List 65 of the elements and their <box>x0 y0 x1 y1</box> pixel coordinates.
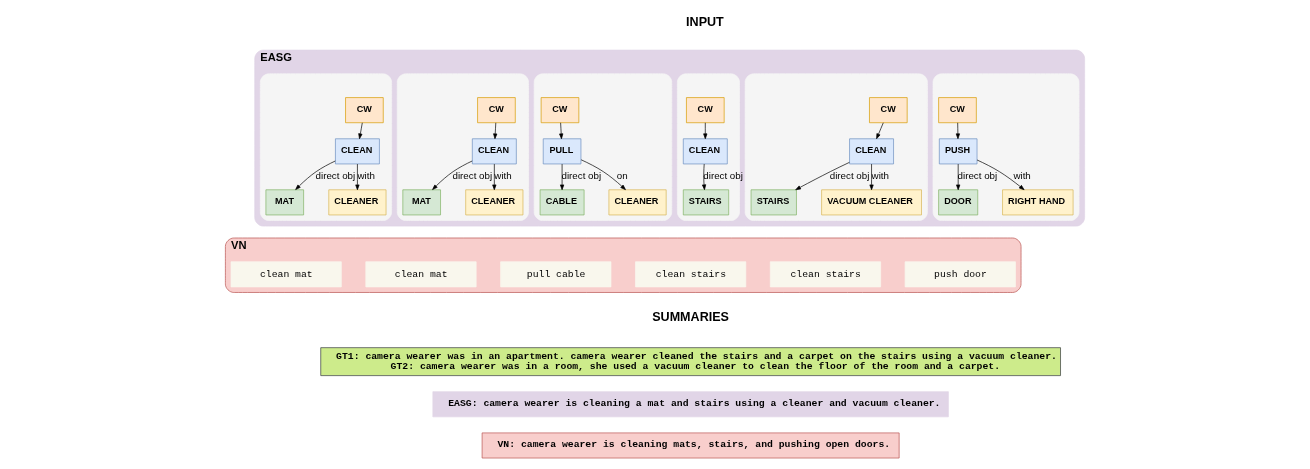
arrow <box>358 122 363 140</box>
node-box: PUSH <box>938 138 978 165</box>
node-box: push door <box>904 261 1016 288</box>
arrow <box>492 163 497 191</box>
arrow <box>355 163 360 191</box>
node-box: MAT <box>265 189 304 216</box>
cluster <box>533 73 673 221</box>
node-box: GT1: camera wearer was in an apartment. camera wearer cleaned the stairs and a carpet on the stairs using a vacuum cleaner. GT2: camera wearer was in a room, she used a vacuum cleaner to clean the floor of the room and a carpet. <box>320 347 1061 376</box>
arrow <box>702 163 707 191</box>
node-box: CLEANER <box>328 189 387 216</box>
cluster <box>396 73 529 221</box>
node-box: RIGHT HAND <box>1002 189 1074 216</box>
node-box: CW <box>477 97 516 124</box>
node-box: STAIRS <box>750 189 797 216</box>
edge-label: direct obj <box>957 170 998 182</box>
edge-label: direct obj <box>703 170 743 182</box>
node-box: CW <box>938 97 977 124</box>
node-box: CLEANER <box>608 189 667 216</box>
node-box: clean stairs <box>769 261 881 288</box>
arrow <box>560 163 565 191</box>
node-box: CABLE <box>539 189 585 216</box>
arrow <box>976 159 1025 191</box>
node-box: CLEAN <box>849 138 894 165</box>
node-box: CW <box>686 97 725 124</box>
node-box: CW <box>345 97 384 124</box>
edge-label: direct obj <box>315 170 356 182</box>
arrow <box>795 162 850 191</box>
node-box: STAIRS <box>682 189 730 216</box>
cluster <box>744 73 928 221</box>
node-box: clean mat <box>230 261 342 288</box>
arrow <box>493 122 498 140</box>
node-box: PULL <box>542 138 582 165</box>
node-box: clean stairs <box>635 261 747 288</box>
node-box: CLEANER <box>465 189 524 216</box>
node-box: DOOR <box>938 189 979 216</box>
arrow <box>703 122 708 140</box>
node-box: pull cable <box>500 261 612 288</box>
edge-label: direct obj <box>829 170 870 182</box>
edge-label: direct obj <box>561 170 602 182</box>
label: INPUT <box>686 14 724 29</box>
cluster <box>259 73 392 221</box>
node-box: VN: camera wearer is cleaning mats, stairs, and pushing open doors. <box>481 432 900 459</box>
arrow <box>432 160 473 190</box>
edge-label: direct obj <box>452 170 493 182</box>
edge-label: with <box>494 170 512 182</box>
edge-label: on <box>616 170 628 182</box>
node-box: CLEAN <box>335 138 380 165</box>
node-box: CW <box>540 97 580 124</box>
node-box: VACUUM CLEANER <box>821 189 922 216</box>
arrow <box>869 163 874 191</box>
arrow <box>580 159 626 190</box>
edge-label: with <box>1013 170 1031 182</box>
node-box: CW <box>869 97 908 124</box>
arrow <box>559 122 564 140</box>
node-box: CLEAN <box>471 138 517 165</box>
node-box: MAT <box>402 189 441 216</box>
arrow <box>876 122 884 140</box>
node-box: clean mat <box>365 261 477 288</box>
cluster <box>932 73 1080 221</box>
arrow <box>295 160 336 190</box>
label: SUMMARIES <box>652 310 729 325</box>
arrow <box>956 163 961 191</box>
arrow <box>955 122 960 140</box>
node-box: CLEAN <box>682 138 728 165</box>
node-box: EASG: camera wearer is cleaning a mat and stairs using a cleaner and vacuum cleaner. <box>432 391 949 418</box>
